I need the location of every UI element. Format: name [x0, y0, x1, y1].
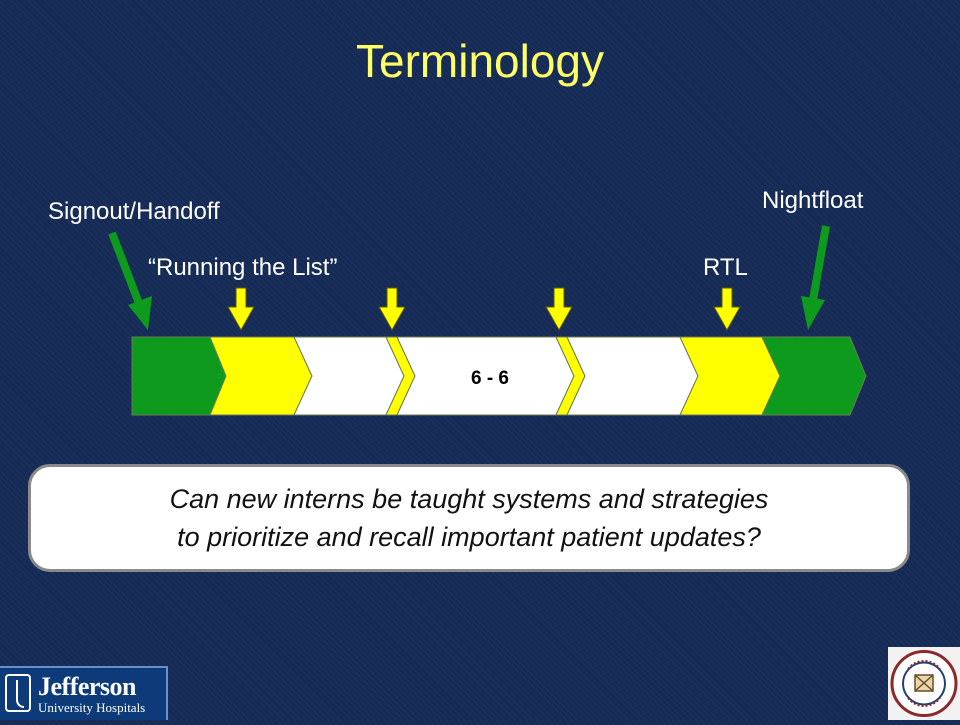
jefferson-logo: Jefferson University Hospitals	[0, 666, 168, 720]
label-nightfloat: Nightfloat	[762, 187, 864, 214]
arrow-down-icon	[713, 287, 741, 332]
question-box: Can new interns be taught systems and st…	[28, 464, 910, 572]
yellow-arrows	[227, 287, 741, 332]
timeline-bar	[131, 336, 867, 416]
jefferson-logo-subtitle: University Hospitals	[38, 700, 146, 715]
seal-icon	[890, 650, 958, 717]
question-text: Can new interns be taught systems and st…	[170, 480, 769, 556]
segment-white-2	[566, 336, 699, 416]
slide-title: Terminology	[356, 35, 604, 87]
timeline-center-label: 6 - 6	[471, 368, 509, 389]
ase-seal-logo	[888, 647, 960, 720]
nightfloat-arrow-icon	[809, 225, 830, 301]
question-line-2: to prioritize and recall important patie…	[177, 522, 761, 552]
jefferson-logo-name: Jefferson	[38, 672, 137, 701]
signout-arrowhead	[128, 296, 152, 330]
jefferson-mark-icon	[5, 674, 31, 712]
segment-green-end	[761, 336, 867, 416]
question-line-1: Can new interns be taught systems and st…	[169, 484, 769, 514]
segment-green-start	[131, 336, 227, 416]
label-rtl: RTL	[703, 254, 748, 281]
arrow-down-icon	[378, 287, 406, 332]
arrow-down-icon	[227, 287, 255, 332]
label-signout-handoff: Signout/Handoff	[48, 198, 220, 225]
arrow-down-icon	[545, 287, 573, 332]
nightfloat-arrowhead	[801, 296, 825, 330]
signout-arrow-icon	[108, 231, 144, 308]
green-arrows	[108, 225, 830, 330]
label-running-the-list: “Running the List”	[148, 254, 338, 281]
